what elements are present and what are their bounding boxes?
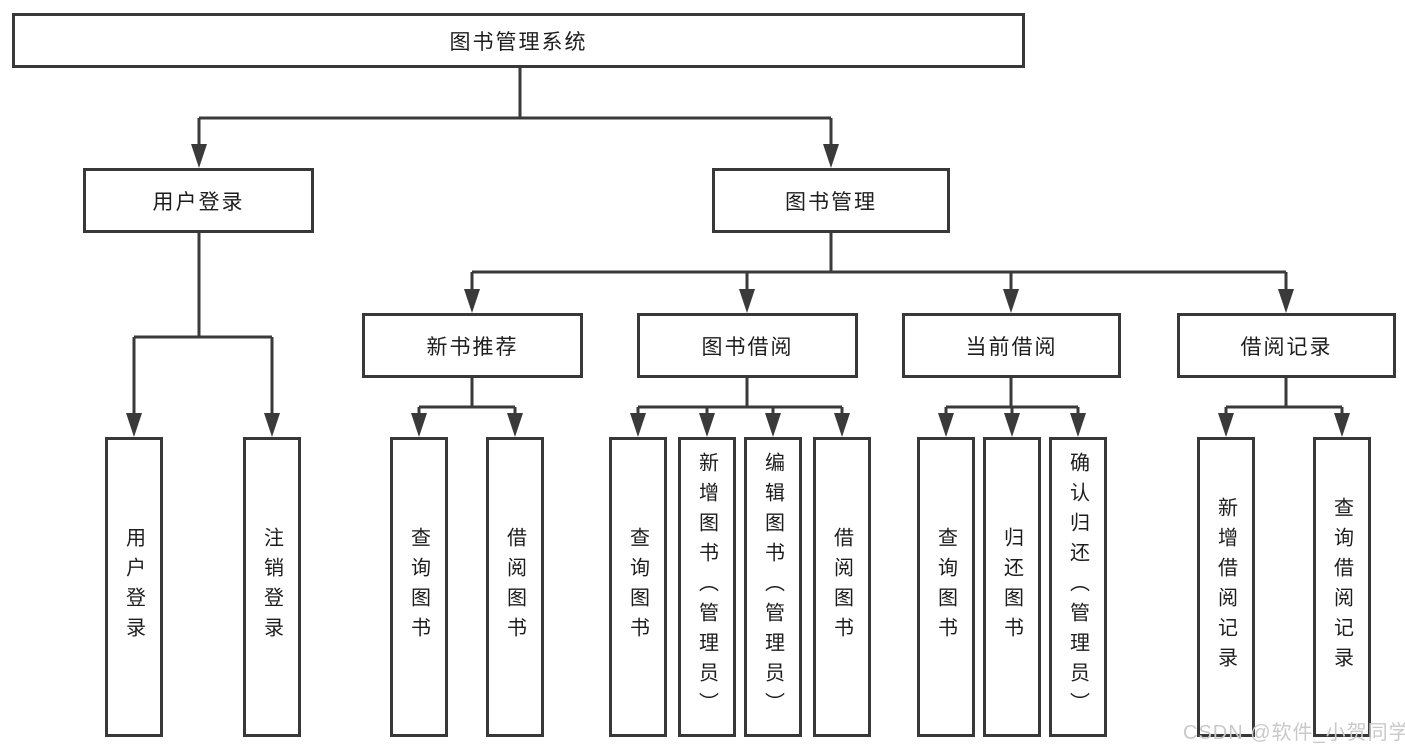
connector-book-management-children [464,233,1294,313]
leaf-confirm-return-admin: 确认归还（管理员） [1049,437,1107,737]
arrowhead [630,413,646,437]
arrowhead [938,413,954,437]
node-book-management: 图书管理 [712,168,950,233]
leaf-logout: 注销登录 [243,437,301,737]
arrowhead [823,144,839,168]
leaf-search-borrow-record: 查询借阅记录 [1313,437,1371,737]
arrowhead [1003,289,1019,313]
arrowhead [834,413,850,437]
node-library-system: 图书管理系统 [12,13,1025,68]
leaf-borrow-books-recommend: 借阅图书 [486,437,544,737]
arrowhead [739,289,755,313]
arrowhead [126,413,142,437]
leaf-return-books: 归还图书 [983,437,1041,737]
leaf-borrow-books: 借阅图书 [813,437,871,737]
arrowhead [699,413,715,437]
leaf-add-book-admin: 新增图书（管理员） [678,437,736,737]
arrowhead [464,289,480,313]
csdn-watermark: CSDN @软件_小贺同学 [1183,722,1405,744]
leaf-edit-book-admin: 编辑图书（管理员） [744,437,802,737]
node-new-book-recommendation: 新书推荐 [362,313,583,378]
arrowhead [765,413,781,437]
node-book-borrowing: 图书借阅 [637,313,858,378]
node-borrowing-records: 借阅记录 [1177,313,1396,378]
connector-book-borrow-children [630,378,850,437]
leaf-user-login: 用户登录 [105,437,163,737]
arrowhead [1218,413,1234,437]
connector-borrow-record-children [1218,378,1350,437]
connector-current-borrow-children [938,378,1086,437]
arrowhead [264,413,280,437]
arrowhead [1004,413,1020,437]
arrowhead [1278,289,1294,313]
arrowhead [411,413,427,437]
connector-root-to-level2 [191,68,839,168]
connector-new-book-children [411,378,523,437]
arrowhead [507,413,523,437]
node-user-login: 用户登录 [83,168,314,233]
leaf-search-books-current: 查询图书 [917,437,975,737]
leaf-search-books-borrow: 查询图书 [609,437,667,737]
arrowhead [1334,413,1350,437]
leaf-add-borrow-record: 新增借阅记录 [1197,437,1255,737]
leaf-search-books-recommend: 查询图书 [390,437,448,737]
node-current-borrowing: 当前借阅 [902,313,1121,378]
arrowhead [1070,413,1086,437]
connector-user-login-children [126,233,280,437]
arrowhead [191,144,207,168]
